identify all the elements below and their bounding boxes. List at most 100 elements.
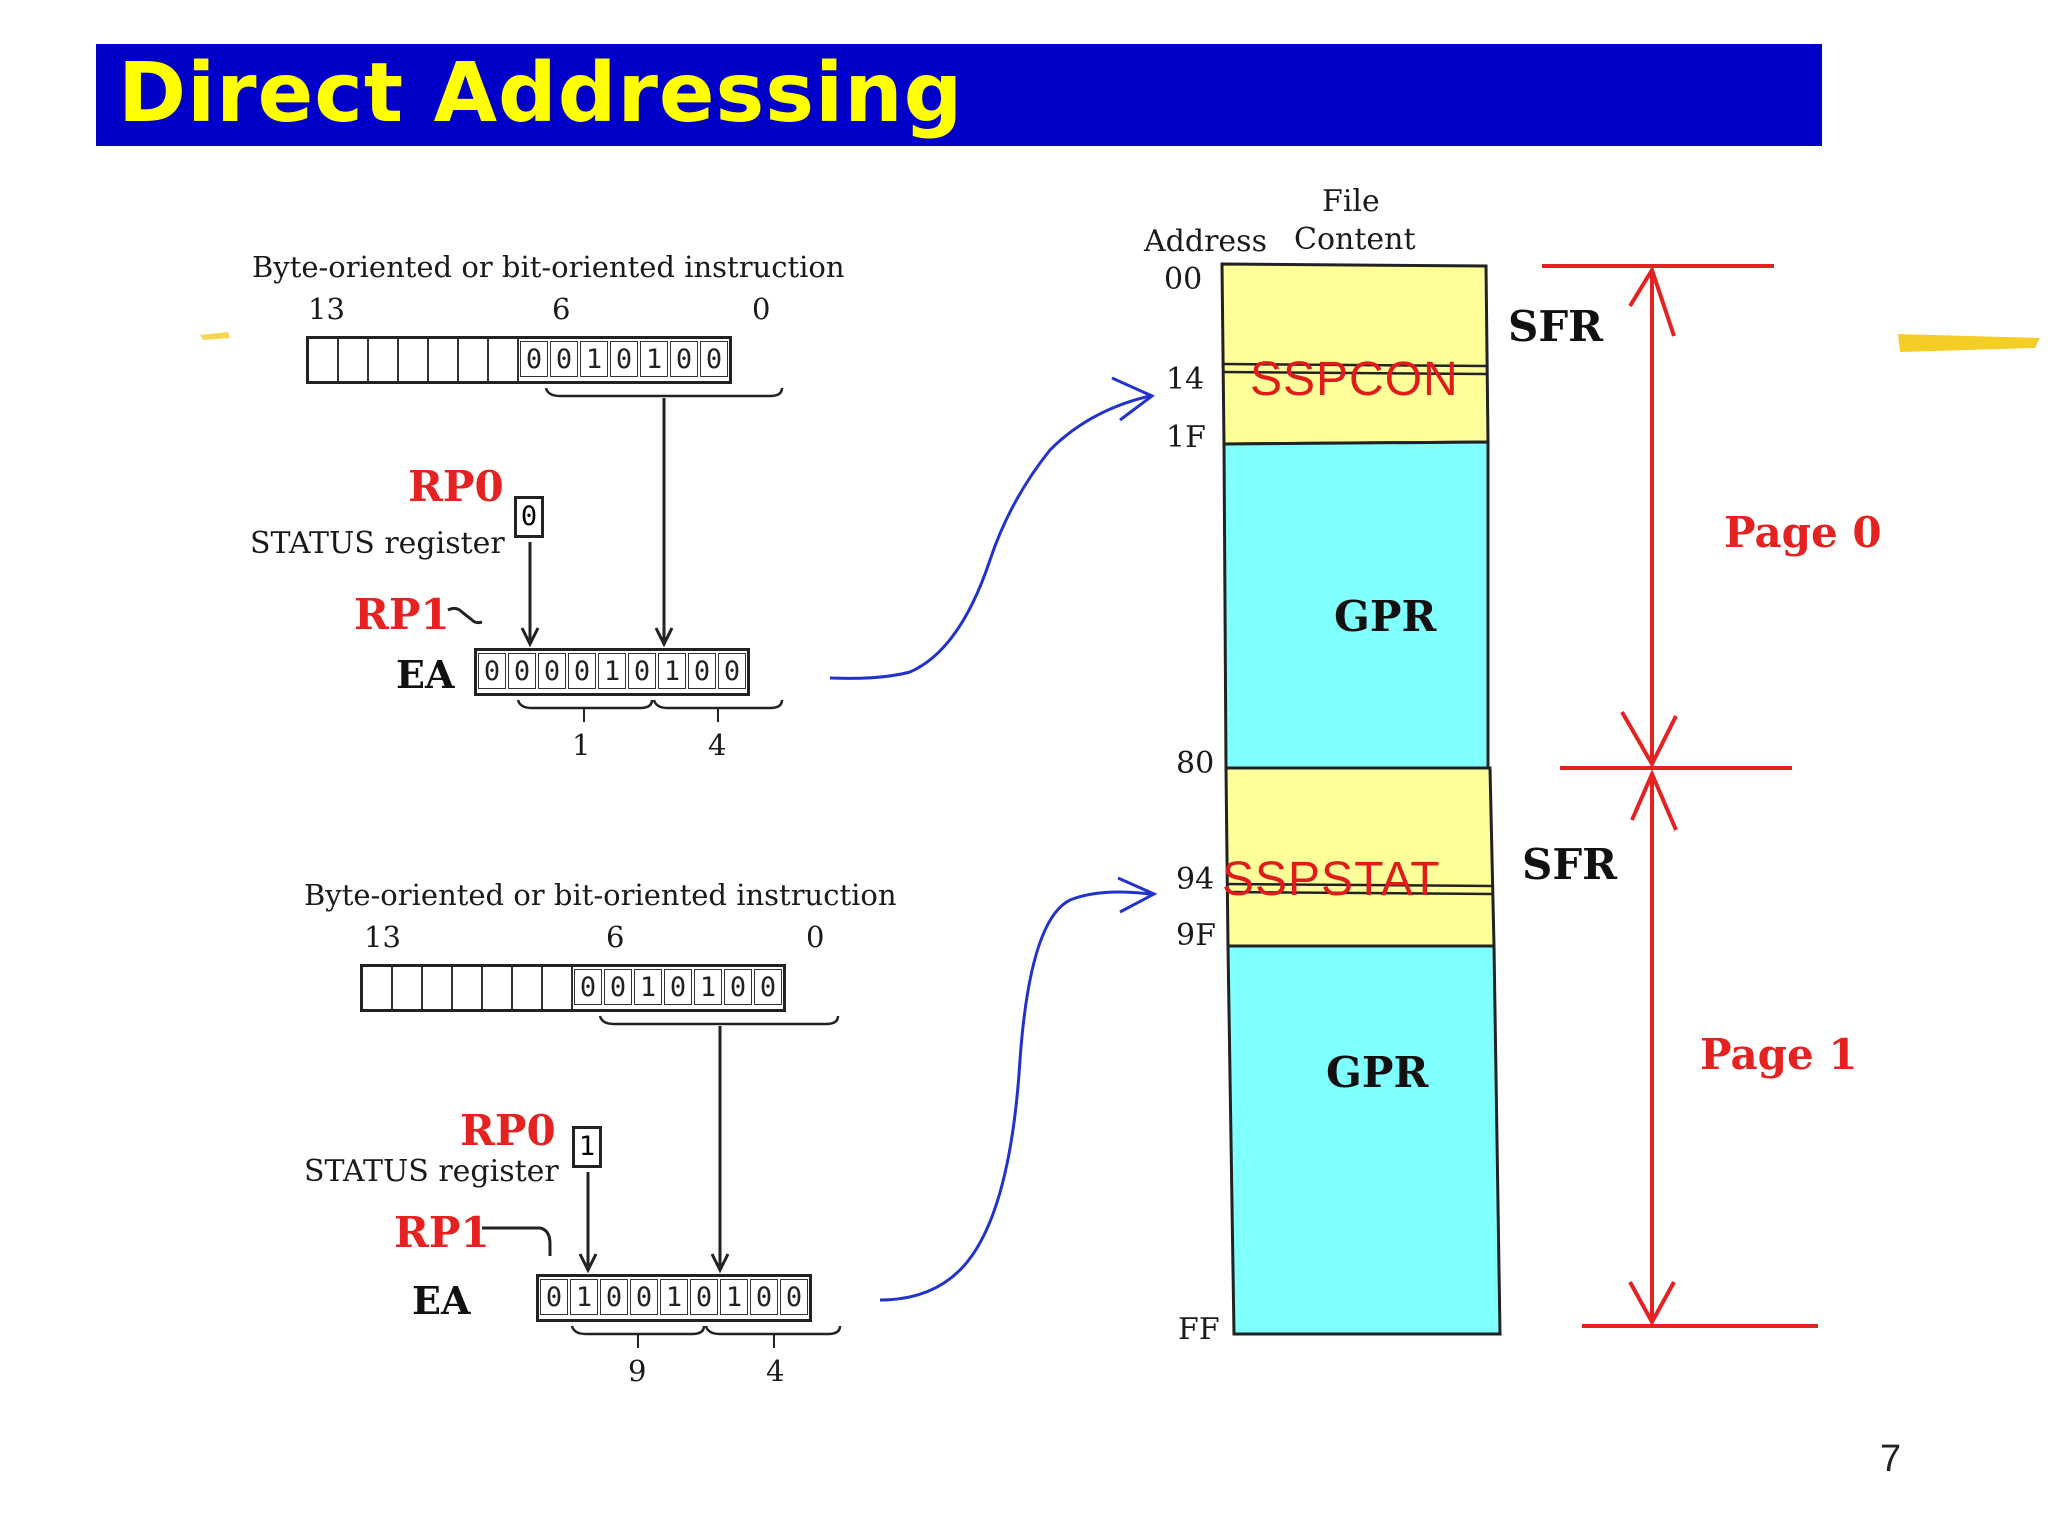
top-rp0-label: RP0 bbox=[408, 462, 504, 511]
gpr-page1-block bbox=[1226, 944, 1502, 1336]
top-instr-bit: 0 bbox=[610, 341, 638, 377]
page1-span-bottom-arrowhead bbox=[1628, 1281, 1676, 1327]
address-9F: 9F bbox=[1176, 918, 1216, 953]
top-ea-bit: 0 bbox=[568, 653, 596, 689]
title-bar: Direct Addressing bbox=[96, 44, 1822, 146]
page-number: 7 bbox=[1880, 1438, 1902, 1480]
page1-span-top-arrowhead bbox=[1630, 768, 1678, 831]
sfr-page1-label: SFR bbox=[1522, 840, 1618, 889]
top-instr-bit bbox=[459, 339, 489, 381]
bottom-instr-bit bbox=[363, 967, 393, 1009]
bottom-blue-arrowhead bbox=[1117, 876, 1158, 914]
bottom-ea-bit: 1 bbox=[570, 1279, 598, 1315]
bottom-ea-bit: 0 bbox=[600, 1279, 628, 1315]
gpr-page1-label: GPR bbox=[1326, 1048, 1429, 1097]
sspstat-line-bottom bbox=[1225, 890, 1493, 896]
slide-title: Direct Addressing bbox=[118, 46, 964, 141]
bottom-rp1-label: RP1 bbox=[394, 1208, 490, 1257]
bottom-bit-label-0: 0 bbox=[806, 920, 825, 954]
top-low-bits-arrowhead bbox=[654, 627, 674, 648]
bottom-instr-bit: 0 bbox=[574, 969, 602, 1005]
bottom-bit-label-13: 13 bbox=[364, 920, 401, 954]
bottom-low-bits-arrowhead bbox=[710, 1253, 730, 1274]
address-FF: FF bbox=[1178, 1312, 1220, 1347]
bottom-status-register-label: STATUS register bbox=[304, 1154, 559, 1189]
top-ea-nibble-high: 1 bbox=[572, 728, 591, 762]
bottom-instruction-caption: Byte-oriented or bit-oriented instructio… bbox=[304, 878, 897, 912]
bottom-rp0-arrowhead bbox=[578, 1253, 598, 1274]
bottom-instr-bit bbox=[423, 967, 453, 1009]
top-ea-label: EA bbox=[396, 652, 455, 697]
top-instr-bit bbox=[369, 339, 399, 381]
bottom-ea-register: 0 1 0 0 1 0 1 0 0 bbox=[536, 1274, 812, 1322]
top-instr-bit bbox=[309, 339, 339, 381]
top-instr-bit: 1 bbox=[580, 341, 608, 377]
bottom-ea-bit: 0 bbox=[540, 1279, 568, 1315]
sspcon-register-label: SSPCON bbox=[1250, 353, 1459, 406]
top-ea-bit: 0 bbox=[478, 653, 506, 689]
bottom-instr-bit: 1 bbox=[634, 969, 662, 1005]
top-ea-nibble-low: 4 bbox=[708, 728, 727, 762]
bottom-ea-nibble-high: 9 bbox=[628, 1354, 647, 1388]
page1-label: Page 1 bbox=[1700, 1030, 1858, 1079]
bottom-ea-bit: 1 bbox=[720, 1279, 748, 1315]
top-instruction-register: 0 0 1 0 1 0 0 bbox=[306, 336, 732, 384]
bottom-ea-bit: 0 bbox=[630, 1279, 658, 1315]
top-rp1-label: RP1 bbox=[354, 590, 450, 639]
highlighter-mark-right bbox=[1898, 334, 2040, 352]
bottom-instr-bit bbox=[543, 967, 573, 1009]
top-status-register-label: STATUS register bbox=[250, 526, 505, 561]
bottom-ea-bit: 0 bbox=[690, 1279, 718, 1315]
sspstat-line-top bbox=[1225, 882, 1493, 888]
top-ea-bit: 1 bbox=[598, 653, 626, 689]
address-1F: 1F bbox=[1166, 420, 1206, 455]
sfr-page0-label: SFR bbox=[1508, 302, 1604, 351]
bottom-instr-bit bbox=[393, 967, 423, 1009]
top-ea-bit: 0 bbox=[718, 653, 746, 689]
highlighter-mark-left bbox=[200, 332, 230, 340]
sspstat-register-label: SSPSTAT bbox=[1222, 853, 1441, 906]
address-80: 80 bbox=[1176, 746, 1215, 781]
top-ea-bit: 0 bbox=[628, 653, 656, 689]
top-instr-bit: 0 bbox=[520, 341, 548, 377]
page0-span-top-arrowhead bbox=[1628, 265, 1676, 337]
top-instr-bit: 0 bbox=[670, 341, 698, 377]
bottom-instr-bracket bbox=[598, 1015, 840, 1026]
bottom-instr-bit: 1 bbox=[694, 969, 722, 1005]
file-header: File bbox=[1322, 184, 1380, 219]
bottom-instr-bit bbox=[513, 967, 543, 1009]
top-blue-arrow bbox=[829, 394, 1151, 680]
top-blue-arrowhead bbox=[1111, 376, 1155, 422]
bottom-ea-bit: 0 bbox=[750, 1279, 778, 1315]
top-ea-bit: 0 bbox=[508, 653, 536, 689]
top-instruction-caption: Byte-oriented or bit-oriented instructio… bbox=[252, 250, 845, 284]
top-rp0-bit-box: 0 bbox=[514, 496, 544, 538]
bottom-instruction-register: 0 0 1 0 1 0 0 bbox=[360, 964, 786, 1012]
sspcon-line-bottom bbox=[1221, 370, 1487, 376]
bottom-instr-bit: 0 bbox=[664, 969, 692, 1005]
top-instr-bit: 0 bbox=[700, 341, 728, 377]
top-bit-label-6: 6 bbox=[552, 292, 571, 326]
top-instr-bit bbox=[399, 339, 429, 381]
bottom-ea-nibble-low: 4 bbox=[766, 1354, 785, 1388]
top-instr-bracket bbox=[544, 387, 784, 398]
bottom-instr-bit: 0 bbox=[724, 969, 752, 1005]
sspcon-line-top bbox=[1221, 362, 1487, 368]
top-bit-label-0: 0 bbox=[752, 292, 771, 326]
bottom-ea-bit: 0 bbox=[780, 1279, 808, 1315]
content-header: Content bbox=[1294, 222, 1416, 257]
top-rp1-connector bbox=[447, 606, 483, 625]
top-ea-bit: 0 bbox=[688, 653, 716, 689]
bottom-instr-bit: 0 bbox=[754, 969, 782, 1005]
address-header: Address bbox=[1144, 224, 1267, 259]
top-instr-bit: 1 bbox=[640, 341, 668, 377]
top-rp0-arrowhead bbox=[520, 627, 540, 648]
bottom-instr-bit: 0 bbox=[604, 969, 632, 1005]
bottom-blue-arrow bbox=[879, 890, 1151, 1302]
gpr-page0-label: GPR bbox=[1334, 592, 1437, 641]
top-instr-bit: 0 bbox=[550, 341, 578, 377]
bottom-rp0-bit-box: 1 bbox=[572, 1126, 602, 1168]
